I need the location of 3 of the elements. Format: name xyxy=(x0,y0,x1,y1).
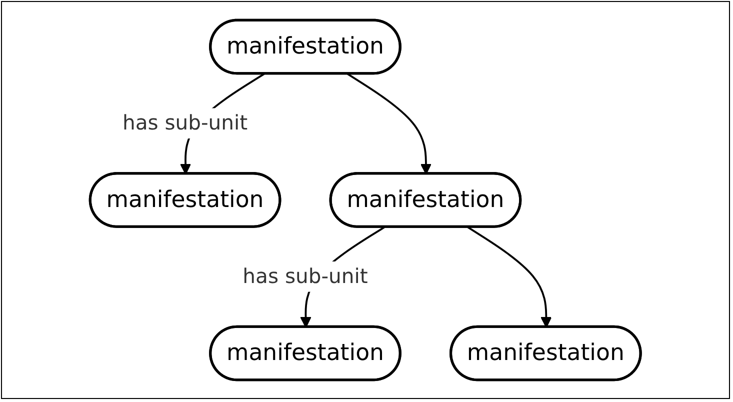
arrow xyxy=(467,226,552,328)
edge-label: has sub-unit xyxy=(242,264,368,288)
edge-label: has sub-unit xyxy=(122,110,248,135)
